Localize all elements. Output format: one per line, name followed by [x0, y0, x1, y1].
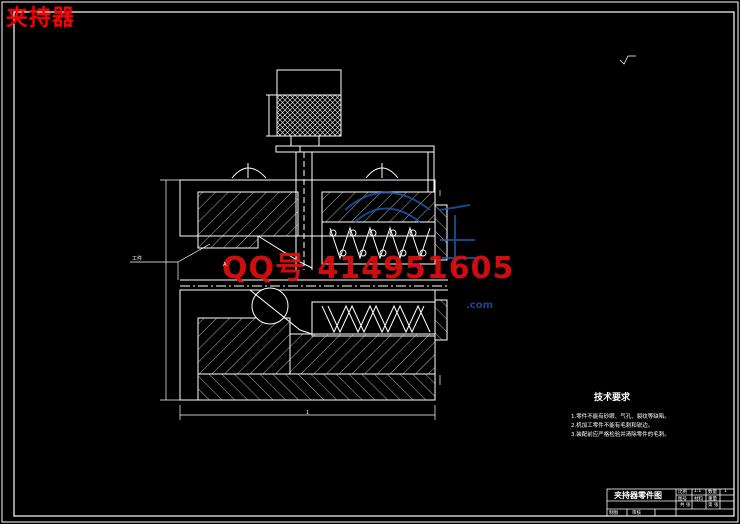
lower-spring	[311, 301, 436, 337]
knob	[266, 69, 435, 192]
technical-note-3: 3.装配前应严格检验并清除零件的毛刺。	[571, 432, 670, 438]
technical-note-2: 2.机加工零件不能有毛刺和锐边。	[571, 423, 654, 429]
part-label-1: 1	[306, 410, 310, 416]
watermark-text: QQ号 414951605	[222, 251, 515, 286]
technical-note-1: 1.零件不能有砂眼、气孔、裂纹等缺陷。	[571, 414, 670, 420]
title-block-cell: 比例	[678, 490, 687, 495]
jaws	[249, 235, 313, 335]
overlay-title: 夹持器	[6, 6, 76, 31]
watermark-url: .com	[466, 300, 494, 311]
technical-requirements-title: 技术要求	[594, 393, 631, 403]
title-block-cell: 图号	[678, 497, 687, 502]
title-block-checker: 审核	[632, 511, 641, 516]
title-block-cell: 共 张	[680, 503, 691, 508]
title-block-cell: 第 张	[708, 503, 719, 508]
upper-body	[179, 179, 448, 261]
roughness-symbol	[619, 55, 636, 65]
watermark-logo	[344, 191, 478, 275]
inner-frame	[13, 11, 735, 517]
screw-heads	[231, 163, 399, 179]
part-label-a: A	[223, 262, 227, 268]
lower-body	[179, 287, 448, 401]
part-label-workpiece: 工件	[132, 256, 143, 262]
title-block-cell: 材料	[694, 497, 703, 502]
title-block-cell: 1:1	[694, 489, 702, 494]
title-block-cell: 数量	[708, 490, 717, 495]
title-block-cell: 重量	[708, 497, 717, 502]
title-block-drafter: 制图	[609, 511, 618, 516]
title-block-drawing-name: 夹持器零件图	[614, 491, 662, 500]
rod	[295, 146, 313, 270]
upper-spring	[321, 221, 436, 265]
title-block-cell: 1	[724, 489, 727, 494]
title-block-lines	[606, 488, 735, 517]
dimension-lines	[130, 179, 441, 420]
